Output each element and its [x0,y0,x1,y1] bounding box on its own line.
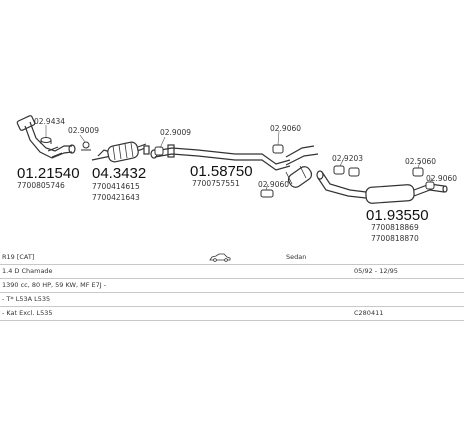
part-code-4[interactable]: 01.93550 [366,207,429,224]
catalog-number: C280411 [354,309,384,317]
silencer-middle [285,145,319,188]
engine-label: 1.4 D Chamade [2,267,53,275]
model-label: R19 [CAT] [2,253,35,261]
mounting-rubber-icon [154,144,435,198]
small-part-code[interactable]: 02.5060 [405,157,436,166]
note-label: - Kat Excl. L535 [2,309,53,317]
car-icon [209,253,231,262]
years-label: 05/92 - 12/95 [354,267,398,275]
middle-pipe [150,144,291,171]
spec-label: 1390 cc, 80 HP, 59 KW, MF E7J - [2,281,107,289]
note-label: - T* L53A L535 [2,295,51,303]
exhaust-diagram: 01.21540 7700805746 04.3432 7700414615 7… [16,115,457,243]
info-row-model: R19 [CAT] Sedan [0,250,464,265]
oe-number-2b: 7700421643 [92,193,140,202]
small-part-code[interactable]: 02.9009 [160,128,191,137]
oe-number-4b: 7700818870 [371,234,419,243]
part-code-2[interactable]: 04.3432 [92,165,146,182]
oe-number-1: 7700805746 [17,181,65,190]
part-code-3[interactable]: 01.58750 [190,163,253,180]
info-row-engine: 1.4 D Chamade 05/92 - 12/95 [0,264,464,279]
small-part-code[interactable]: 02.9009 [68,126,99,135]
clamp-icon [40,137,52,144]
bolt-icon [81,141,91,151]
small-part-code[interactable]: 02.9060 [270,124,301,133]
small-part-code[interactable]: 02.9434 [34,117,65,126]
small-part-code[interactable]: 02.9203 [332,154,363,163]
part-code-1[interactable]: 01.21540 [17,165,80,182]
rear-silencer [365,183,448,204]
oe-number-4a: 7700818869 [371,223,419,232]
small-part-code[interactable]: 02.9060 [258,180,289,189]
oe-number-3: 7700757551 [192,179,240,188]
small-part-code[interactable]: 02.9060 [426,174,457,183]
info-row-note1: - T* L53A L535 [0,292,464,307]
oe-number-2a: 7700414615 [92,182,140,191]
rear-pipe [316,170,367,199]
body-type-label: Sedan [286,253,307,261]
info-row-note2: - Kat Excl. L535 C280411 [0,306,464,321]
vehicle-info-table: R19 [CAT] Sedan 1.4 D Chamade 05/92 - 12… [0,250,464,330]
catalytic-converter [91,141,150,163]
info-row-spec: 1390 cc, 80 HP, 59 KW, MF E7J - [0,278,464,293]
leader-lines [45,125,433,191]
front-pipe [16,115,76,159]
